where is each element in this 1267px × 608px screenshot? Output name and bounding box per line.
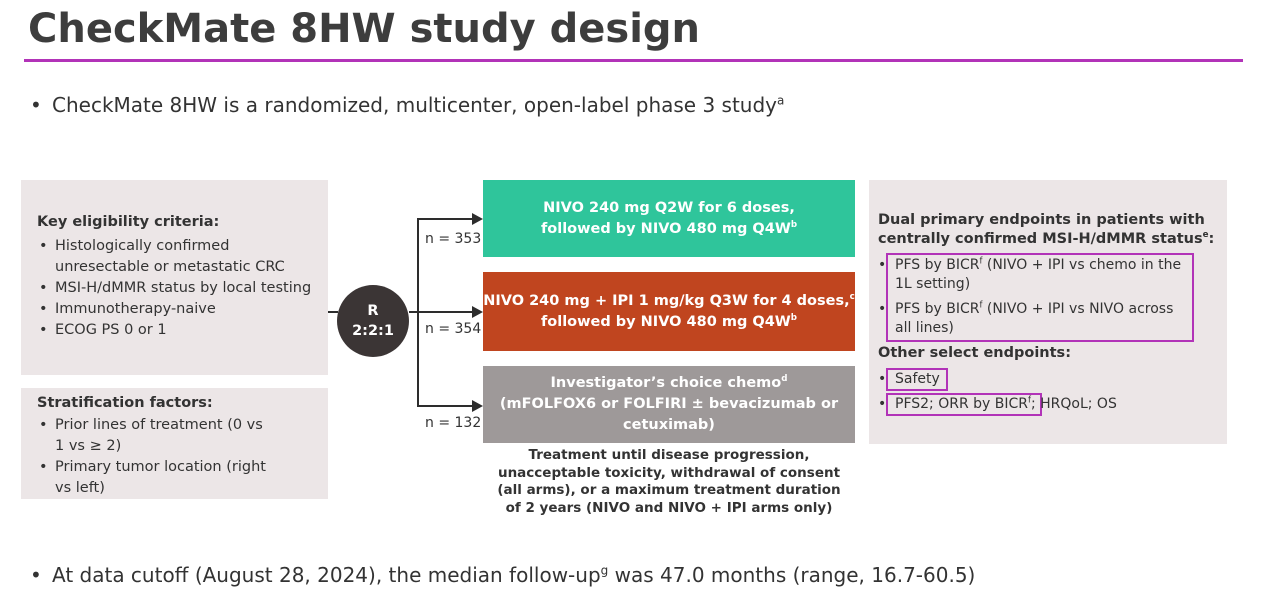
study-description: • CheckMate 8HW is a randomized, multicen…: [30, 93, 784, 117]
arrow-right-icon: [472, 213, 483, 225]
footnote-marker: a: [777, 93, 785, 108]
heading-punct: :: [1208, 231, 1215, 247]
arm-nivo-ipi: NIVO 240 mg + IPI 1 mg/kg Q3W for 4 dose…: [483, 272, 855, 351]
footnote-marker: f: [979, 299, 983, 310]
list-item: Primary tumor location (right vs left): [37, 457, 267, 499]
list-item: Histologically confirmed unresectable or…: [37, 236, 327, 278]
secondary-endpoints: • PFS2; ORR by BICRf; HRQoL; OS: [878, 395, 1117, 414]
orr-highlight: [886, 393, 1042, 416]
connector-line: [409, 311, 419, 313]
bullet-icon: •: [878, 396, 887, 412]
follow-up-text: At data cutoff (August 28, 2024), the me…: [52, 563, 601, 587]
bullet-icon: •: [878, 257, 887, 273]
safety-highlight: [886, 368, 948, 391]
arm-line: Investigator’s choice chemo: [550, 375, 782, 391]
connector-line: [417, 311, 475, 313]
bullet-icon: •: [878, 371, 887, 387]
arrow-right-icon: [472, 306, 483, 318]
endpoint-text: HRQoL; OS: [1035, 396, 1117, 412]
connector-line: [328, 311, 338, 313]
footnote-marker: f: [979, 255, 983, 266]
arrow-right-icon: [472, 400, 483, 412]
randomization-node: R 2:2:1: [337, 285, 409, 357]
primary-endpoints-heading: Dual primary endpoints in patients with …: [878, 211, 1214, 249]
primary-endpoints-highlight: [886, 253, 1194, 342]
footnote-marker: b: [790, 312, 798, 323]
eligibility-list: Histologically confirmed unresectable or…: [37, 236, 327, 341]
stratification-heading: Stratification factors:: [37, 395, 213, 411]
endpoint-text: 1L setting): [895, 276, 971, 292]
study-description-text: CheckMate 8HW is a randomized, multicent…: [52, 93, 778, 117]
list-item: Immunotherapy-naive: [37, 299, 327, 320]
bullet-icon: •: [30, 93, 42, 117]
connector-line: [417, 218, 475, 220]
eligibility-panel: Key eligibility criteria: Histologically…: [21, 180, 328, 375]
arm-line: followed by NIVO 480 mg Q4W: [540, 313, 791, 330]
pfs-endpoint-1: • PFS by BICRf (NIVO + IPI vs chemo in th…: [878, 256, 1181, 294]
follow-up-statement: • At data cutoff (August 28, 2024), the m…: [30, 563, 975, 587]
endpoint-text: PFS by BICR: [895, 301, 980, 317]
endpoint-text: (NIVO + IPI vs chemo in the: [982, 257, 1182, 273]
note-line: of 2 years (NIVO and NIVO + IPI arms onl…: [505, 499, 833, 516]
footnote-marker: c: [849, 291, 855, 302]
footnote-marker: d: [781, 374, 788, 385]
footnote-marker: e: [1202, 230, 1209, 241]
stratification-list: Prior lines of treatment (0 vs 1 vs ≥ 2)…: [37, 415, 267, 499]
arm-nivo: NIVO 240 mg Q2W for 6 doses, followed by…: [483, 180, 855, 257]
list-item: ECOG PS 0 or 1: [37, 320, 327, 341]
arm-n-combo: n = 354: [425, 321, 482, 337]
endpoint-text: PFS by BICR: [895, 257, 980, 273]
list-item: MSI-H/dMMR status by local testing: [37, 278, 327, 299]
endpoints-panel: [869, 180, 1227, 444]
arm-line: followed by NIVO 480 mg Q4W: [540, 220, 791, 237]
endpoint-text: PFS2; ORR by BICR: [895, 396, 1028, 412]
slide-title: CheckMate 8HW study design: [28, 6, 701, 52]
endpoint-text: Safety: [895, 371, 940, 387]
eligibility-heading: Key eligibility criteria:: [37, 214, 220, 230]
heading-line: centrally confirmed MSI-H/dMMR status: [878, 231, 1203, 247]
follow-up-text: was 47.0 months (range, 16.7-60.5): [608, 563, 976, 587]
note-line: unacceptable toxicity, withdrawal of con…: [497, 464, 841, 481]
pfs-endpoint-2: • PFS by BICRf (NIVO + IPI vs NIVO across…: [878, 300, 1173, 338]
safety-endpoint: • Safety: [878, 370, 940, 389]
bullet-icon: •: [878, 301, 887, 317]
heading-line: Dual primary endpoints in patients with: [878, 212, 1205, 228]
endpoint-text: all lines): [895, 320, 954, 336]
stratification-panel: Stratification factors: Prior lines of t…: [21, 388, 328, 499]
arm-line: (mFOLFOX6 or FOLFIRI ± bevacizumab or: [499, 396, 839, 412]
arm-n-chemo: n = 132: [425, 415, 482, 431]
arm-line: NIVO 240 mg Q2W for 6 doses,: [543, 199, 795, 216]
note-line: Treatment until disease progression,: [528, 447, 810, 463]
note-line: (all arms), or a maximum treatment durat…: [497, 482, 841, 498]
arm-chemo: Investigator’s choice chemod (mFOLFOX6 o…: [483, 366, 855, 443]
treatment-note: Treatment until disease progression, una…: [483, 447, 855, 517]
randomization-ratio: 2:2:1: [352, 323, 394, 339]
connector-line: [417, 405, 475, 407]
randomization-label: R: [367, 303, 379, 319]
footnote-marker: g: [600, 563, 609, 578]
title-divider: [24, 59, 1243, 62]
list-item: Prior lines of treatment (0 vs 1 vs ≥ 2): [37, 415, 267, 457]
footnote-marker: f: [1028, 394, 1031, 405]
footnote-marker: b: [790, 219, 798, 230]
arm-line: NIVO 240 mg + IPI 1 mg/kg Q3W for 4 dose…: [483, 292, 850, 309]
endpoint-text: ;: [1030, 396, 1036, 412]
endpoint-text: (NIVO + IPI vs NIVO across: [982, 301, 1174, 317]
arm-n-nivo: n = 353: [425, 231, 482, 247]
other-endpoints-heading: Other select endpoints:: [878, 345, 1071, 361]
bullet-icon: •: [30, 563, 42, 587]
arm-line: cetuximab): [623, 417, 715, 433]
